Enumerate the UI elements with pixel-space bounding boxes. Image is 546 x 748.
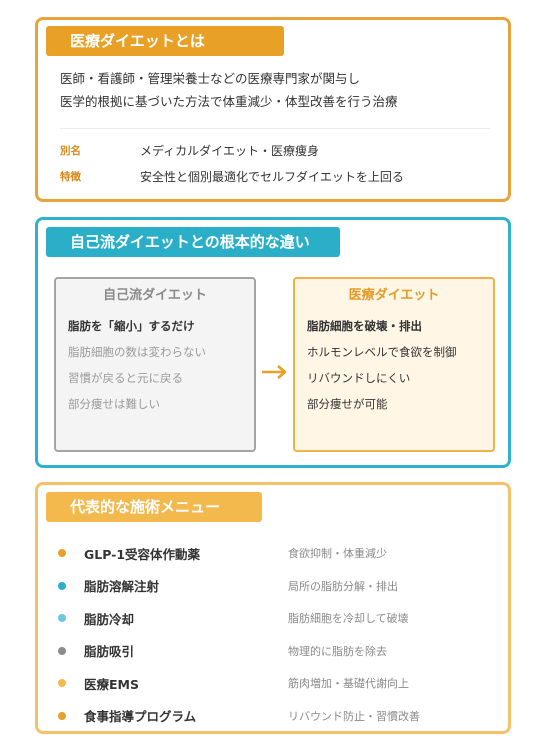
list-item: 食事指導プログラム リバウンド防止・習慣改善 [58, 700, 498, 733]
definition-line: 医学的根拠に基づいた方法で体重減少・体型改善を行う治療 [60, 94, 398, 109]
attribute-key: 特徴 [60, 171, 81, 183]
attribute-value: メディカルダイエット・医療痩身 [140, 144, 320, 158]
treatment-desc: 脂肪細胞を冷却して破壊 [288, 612, 409, 626]
treatment-name: 医療EMS [84, 676, 139, 692]
self-diet-item: 習慣が戻ると元に戻る [68, 371, 183, 385]
medical-diet-item: 部分痩せが可能 [307, 397, 388, 411]
medical-diet-box: 医療ダイエット 脂肪細胞を破壊・排出 ホルモンレベルで食欲を制御 リバウンドしに… [293, 277, 495, 452]
bullet-dot-icon [58, 646, 66, 655]
comparison-title: 自己流ダイエットとの根本的な違い [46, 227, 340, 257]
medical-diet-item: リバウンドしにくい [307, 371, 411, 385]
divider [60, 128, 490, 129]
bullet-dot-icon [58, 614, 66, 623]
arrow-right-icon [262, 365, 287, 379]
treatment-name: 脂肪吸引 [84, 644, 135, 660]
list-item: 脂肪吸引 物理的に脂肪を除去 [58, 635, 498, 668]
attribute-key: 別名 [60, 145, 81, 157]
list-item: 脂肪溶解注射 局所の脂肪分解・排出 [58, 570, 498, 603]
comparison-card: 自己流ダイエットとの根本的な違い 自己流ダイエット 脂肪を「縮小」するだけ 脂肪… [35, 217, 511, 468]
list-item: GLP-1受容体作動薬 食欲抑制・体重減少 [58, 537, 498, 570]
treatment-name: GLP-1受容体作動薬 [84, 546, 201, 562]
self-diet-item: 脂肪細胞の数は変わらない [68, 345, 206, 359]
list-item: 医療EMS 筋肉増加・基礎代謝向上 [58, 667, 498, 700]
bullet-dot-icon [58, 679, 66, 688]
bullet-dot-icon [58, 581, 66, 590]
medical-diet-item: 脂肪細胞を破壊・排出 [307, 319, 422, 333]
attribute-row-feature: 特徴 安全性と個別最適化でセルフダイエットを上回る [60, 168, 404, 186]
treatment-list: GLP-1受容体作動薬 食欲抑制・体重減少 脂肪溶解注射 局所の脂肪分解・排出 … [58, 537, 498, 732]
definition-line: 医師・看護師・管理栄養士などの医療専門家が関与し [60, 71, 361, 86]
attribute-value: 安全性と個別最適化でセルフダイエットを上回る [140, 170, 404, 184]
treatment-desc: リバウンド防止・習慣改善 [288, 709, 420, 723]
self-diet-item: 脂肪を「縮小」するだけ [68, 319, 195, 333]
definition-text: 医師・看護師・管理栄養士などの医療専門家が関与し 医学的根拠に基づいた方法で体重… [60, 67, 398, 113]
list-item: 脂肪冷却 脂肪細胞を冷却して破壊 [58, 602, 498, 635]
self-diet-title: 自己流ダイエット [103, 288, 207, 303]
treatment-desc: 物理的に脂肪を除去 [288, 644, 387, 658]
treatment-menu-title: 代表的な施術メニュー [46, 492, 262, 522]
treatment-desc: 筋肉増加・基礎代謝向上 [288, 677, 409, 691]
definition-card: 医療ダイエットとは 医師・看護師・管理栄養士などの医療専門家が関与し 医学的根拠… [35, 17, 511, 202]
treatment-name: 食事指導プログラム [84, 709, 197, 725]
bullet-dot-icon [58, 711, 66, 720]
treatment-name: 脂肪冷却 [84, 611, 135, 627]
self-diet-box: 自己流ダイエット 脂肪を「縮小」するだけ 脂肪細胞の数は変わらない 習慣が戻ると… [54, 277, 256, 452]
medical-diet-title: 医療ダイエット [348, 288, 440, 303]
treatment-desc: 局所の脂肪分解・排出 [288, 579, 398, 593]
bullet-dot-icon [58, 549, 66, 558]
self-diet-item: 部分痩せは難しい [68, 397, 160, 411]
medical-diet-item: ホルモンレベルで食欲を制御 [307, 345, 457, 359]
treatment-name: 脂肪溶解注射 [84, 579, 160, 595]
attribute-row-alias: 別名 メディカルダイエット・医療痩身 [60, 142, 319, 160]
treatment-desc: 食欲抑制・体重減少 [288, 547, 387, 561]
definition-title: 医療ダイエットとは [46, 26, 284, 56]
treatment-menu-card: 代表的な施術メニュー GLP-1受容体作動薬 食欲抑制・体重減少 脂肪溶解注射 … [35, 482, 511, 734]
